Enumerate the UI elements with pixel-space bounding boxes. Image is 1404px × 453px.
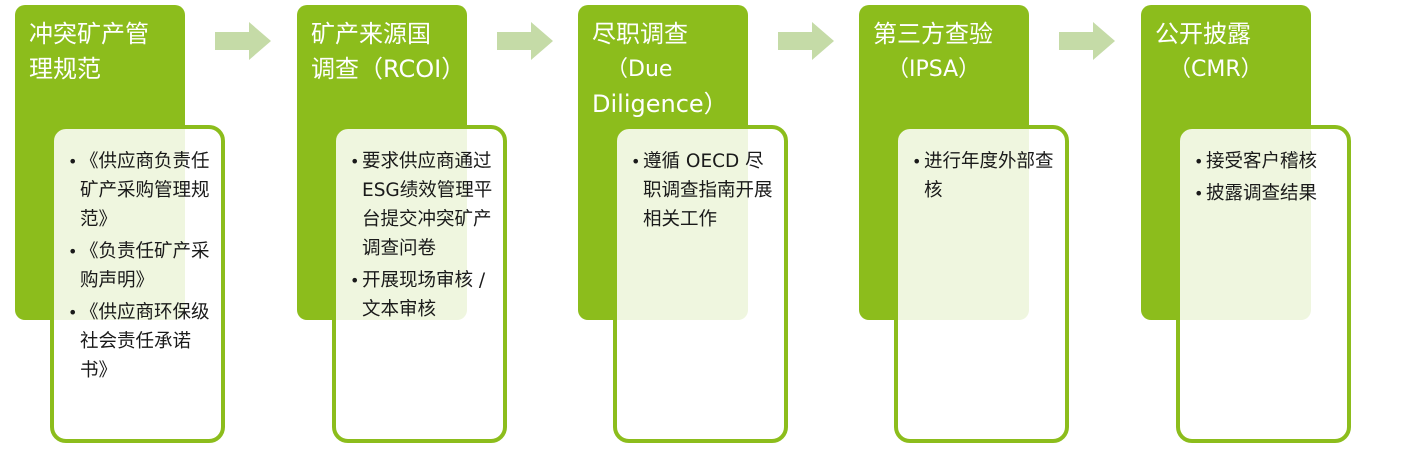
bullet-item: 披露调查结果	[1194, 179, 1337, 208]
bullet-item: 接受客户稽核	[1194, 147, 1337, 176]
stage-detail-box: 遵循 OECD 尽职调查指南开展相关工作	[613, 125, 788, 443]
bullet-item: 要求供应商通过ESG绩效管理平台提交冲突矿产调查问卷	[350, 147, 493, 263]
stage-title-line: 冲突矿产管	[29, 20, 149, 48]
stage-title-line: 公开披露	[1155, 20, 1251, 48]
bullet-item: 进行年度外部查核	[912, 147, 1055, 205]
stage-title-line: （Due	[606, 57, 673, 82]
stage-title-line: 理规范	[29, 55, 101, 83]
stage-detail-box: 进行年度外部查核	[894, 125, 1069, 443]
bullet-list: 要求供应商通过ESG绩效管理平台提交冲突矿产调查问卷开展现场审核 / 文本审核	[350, 147, 493, 324]
stage-title-line: （IPSA）	[887, 57, 981, 82]
bullet-item: 遵循 OECD 尽职调查指南开展相关工作	[631, 147, 774, 234]
stage-title-line: 第三方查验	[873, 20, 993, 48]
bullet-item: 《供应商环保级社会责任承诺书》	[68, 298, 211, 385]
bullet-list: 遵循 OECD 尽职调查指南开展相关工作	[631, 147, 774, 234]
stage-4: 第三方查验 （IPSA） 进行年度外部查核	[849, 5, 1084, 445]
stage-title-line: 调查（RCOI）	[311, 55, 466, 83]
stage-title-line: （CMR）	[1169, 57, 1263, 82]
bullet-item: 《供应商负责任矿产采购管理规范》	[68, 147, 211, 234]
stage-title-line: 尽职调查	[592, 20, 688, 48]
bullet-item: 开展现场审核 / 文本审核	[350, 266, 493, 324]
flow-arrow-icon	[215, 22, 271, 60]
bullet-item: 《负责任矿产采购声明》	[68, 237, 211, 295]
stage-detail-box: 接受客户稽核披露调查结果	[1176, 125, 1351, 443]
stage-detail-box: 要求供应商通过ESG绩效管理平台提交冲突矿产调查问卷开展现场审核 / 文本审核	[332, 125, 507, 443]
stage-5: 公开披露 （CMR） 接受客户稽核披露调查结果	[1131, 5, 1366, 445]
flow-arrow-icon	[778, 22, 834, 60]
flow-arrow-icon	[1059, 22, 1115, 60]
bullet-list: 《供应商负责任矿产采购管理规范》《负责任矿产采购声明》《供应商环保级社会责任承诺…	[68, 147, 211, 385]
flow-arrow-icon	[497, 22, 553, 60]
bullet-list: 接受客户稽核披露调查结果	[1194, 147, 1337, 208]
bullet-list: 进行年度外部查核	[912, 147, 1055, 205]
stage-1: 冲突矿产管理规范《供应商负责任矿产采购管理规范》《负责任矿产采购声明》《供应商环…	[5, 5, 240, 445]
stage-title-line: 矿产来源国	[311, 20, 431, 48]
stage-detail-box: 《供应商负责任矿产采购管理规范》《负责任矿产采购声明》《供应商环保级社会责任承诺…	[50, 125, 225, 443]
stage-title-line: Diligence）	[592, 90, 728, 118]
